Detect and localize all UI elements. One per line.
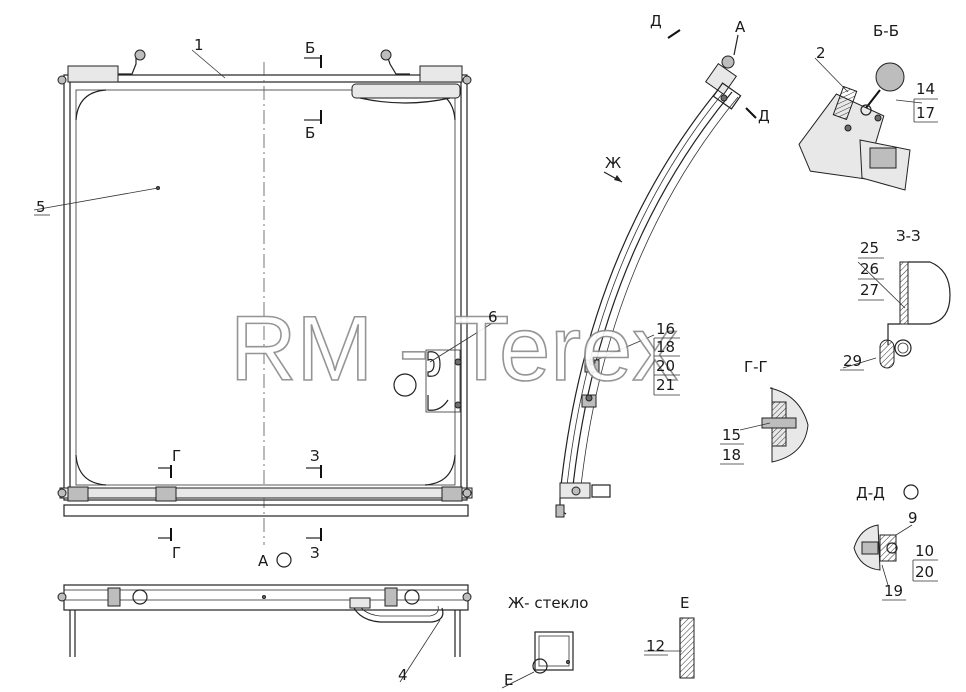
callout-18a: 18	[656, 338, 675, 356]
section-mark-g-top: Г	[172, 447, 181, 465]
callout-29: 29	[843, 352, 862, 370]
callout-5: 5	[36, 198, 46, 216]
callout-4: 4	[398, 666, 408, 684]
view-title-zh-glass: Ж- стекло	[508, 594, 588, 612]
callout-14: 14	[916, 80, 935, 98]
watermark: RM - Terex	[230, 298, 678, 400]
view-title-dd: Д-Д	[856, 484, 885, 502]
callout-25: 25	[860, 239, 879, 257]
section-mark-b-top: Б	[305, 39, 315, 57]
section-letters: Б Б Д Д А А Ж Г Г З З	[172, 12, 770, 570]
callout-2: 2	[816, 44, 826, 62]
callout-9: 9	[908, 509, 918, 527]
view-titles: Б-Б З-З Г-Г Д-Д Ж- стекло Е Е	[504, 22, 921, 689]
section-mark-z-bottom: З	[310, 544, 320, 562]
section-gg	[739, 387, 809, 463]
callout-10: 10	[915, 542, 934, 560]
callout-6: 6	[488, 308, 498, 326]
callout-15: 15	[722, 426, 741, 444]
section-marks-front	[158, 55, 322, 541]
section-mark-zh: Ж	[605, 154, 621, 172]
callout-20a: 20	[656, 357, 675, 375]
callout-27: 27	[860, 281, 879, 299]
section-zz	[857, 261, 951, 369]
callout-26: 26	[860, 260, 879, 278]
frame-bottom-view	[57, 584, 472, 657]
leader-lines	[33, 49, 923, 683]
callout-18b: 18	[722, 446, 741, 464]
callout-16: 16	[656, 320, 675, 338]
view-title-e: Е	[680, 594, 689, 612]
callout-20b: 20	[915, 563, 934, 581]
callout-12: 12	[646, 637, 665, 655]
view-title-bb: Б-Б	[873, 22, 899, 40]
glass-detail	[532, 631, 574, 674]
callout-underlines	[34, 98, 938, 656]
section-bb	[798, 57, 911, 191]
section-mark-d-right: Д	[758, 107, 770, 125]
section-mark-d-top: Д	[650, 12, 662, 30]
callout-numbers: 1 2 4 5 6 9 10 12 14 15 16 17 18 18 19 2…	[36, 36, 935, 684]
callout-21: 21	[656, 376, 675, 394]
callout-19: 19	[884, 582, 903, 600]
frame-front-view	[57, 49, 473, 545]
view-a-marker	[276, 552, 292, 568]
view-title-zz: З-З	[896, 227, 921, 245]
section-mark-a-bottom: А	[258, 552, 269, 570]
section-mark-g-bottom: Г	[172, 544, 181, 562]
view-title-gg: Г-Г	[744, 358, 768, 376]
callout-1: 1	[194, 36, 204, 54]
frame-side-view	[555, 29, 757, 518]
section-mark-a-top: А	[735, 18, 746, 36]
callout-17: 17	[916, 104, 935, 122]
e-detail	[679, 617, 695, 679]
section-mark-z-top: З	[310, 447, 320, 465]
view-ref-e: Е	[504, 671, 513, 689]
section-mark-b-bottom: Б	[305, 124, 315, 142]
section-dd	[853, 484, 919, 571]
